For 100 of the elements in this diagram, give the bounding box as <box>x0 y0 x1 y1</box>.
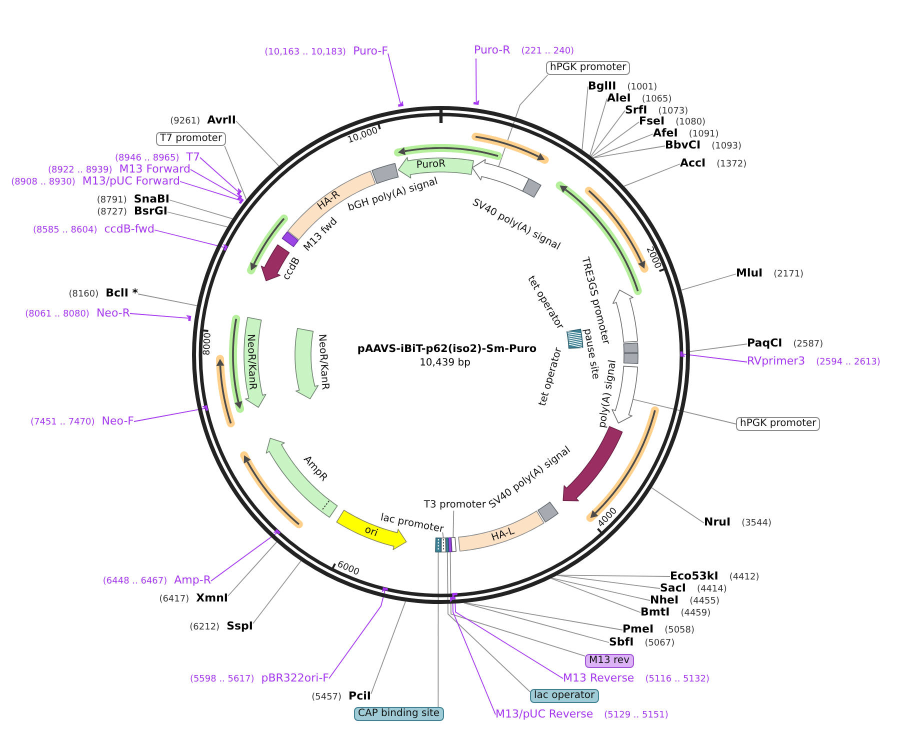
scale-number: 2000 <box>644 246 662 271</box>
leader-line <box>680 274 736 290</box>
leader-line <box>200 157 239 192</box>
site-position: (1372) <box>716 158 747 172</box>
leader-line <box>370 601 406 694</box>
leader-line <box>591 122 640 158</box>
leader-line <box>556 574 660 589</box>
leader-line <box>682 354 748 362</box>
leader-line <box>582 86 588 150</box>
site-position: (1065) <box>642 93 672 105</box>
leader-line <box>690 344 748 352</box>
primer-name: ccdB-fwd <box>104 222 154 236</box>
leader-line <box>252 560 302 624</box>
feature-label: lac promoter <box>380 512 445 536</box>
site-position: (5058) <box>664 624 695 638</box>
restriction-site-name: BclI * <box>106 286 138 300</box>
restriction-site-name: AfeI <box>653 126 678 140</box>
primer-position: (7451 .. 7470) <box>30 416 95 429</box>
leader-line <box>651 487 704 524</box>
leader-line <box>167 212 228 228</box>
leader-line <box>388 53 401 104</box>
leader-line <box>624 164 680 187</box>
primer-position: (8908 .. 8930) <box>11 176 76 189</box>
site-position: (1080) <box>676 116 706 128</box>
feature-label: T3 promoter <box>424 499 486 511</box>
leader-line <box>476 58 477 103</box>
primer-name: M13/pUC Forward <box>82 174 180 187</box>
restriction-site-name: SbfI <box>609 635 634 648</box>
primer-position: (5116 .. 5132) <box>645 673 710 686</box>
scale-number: 8000 <box>202 332 214 356</box>
leader-line <box>130 313 189 319</box>
site-position: (8791) <box>96 194 127 208</box>
leader-line <box>446 551 530 692</box>
leader-line <box>498 74 548 168</box>
feature-label: NeoR/KanR <box>316 334 331 390</box>
primer-name: RVprimer3 <box>747 354 806 368</box>
primer-position: (8061 .. 8080) <box>25 308 90 321</box>
leader-line <box>450 551 586 657</box>
restriction-site-name: NheI <box>650 593 679 606</box>
feature-label: PuroR <box>416 158 446 172</box>
primer-position: (221 .. 240) <box>521 46 574 58</box>
restriction-site-name: BmtI <box>640 605 670 618</box>
site-position: (4455) <box>690 595 720 608</box>
primer-position: (5129 .. 5151) <box>604 709 668 722</box>
primer-position: (5598 .. 5617) <box>190 673 254 686</box>
plasmid-name: pAAVS-iBiT-p62(iso2)-Sm-Puro <box>357 342 537 356</box>
site-position: (1001) <box>627 81 658 93</box>
primer-name: pBR322ori-F <box>261 671 329 684</box>
leader-line <box>180 181 241 201</box>
restriction-site-name: BglII <box>588 79 616 92</box>
callout-label: T7 promoter <box>156 132 226 146</box>
primer-name: Puro-R <box>474 44 510 56</box>
leader-line <box>169 200 234 220</box>
site-position: (2587) <box>793 338 824 352</box>
leader-line <box>454 594 564 679</box>
site-position: (1091) <box>688 128 719 140</box>
primer-position: (2594 .. 2613) <box>816 356 880 370</box>
feature-label: NeoR/KanR <box>244 334 258 390</box>
primer-name: Neo-F <box>102 414 134 427</box>
primer-position: (10,163 .. 10,183) <box>264 46 346 60</box>
restriction-site-name: NruI <box>704 516 731 528</box>
callout-label: lac operator <box>530 689 599 703</box>
primer-position: (8946 .. 8965) <box>115 152 180 164</box>
site-position: (5067) <box>644 637 675 650</box>
restriction-site-name: PaqCI <box>747 336 782 350</box>
site-position: (8160) <box>68 288 99 302</box>
site-position: (6417) <box>159 594 190 606</box>
restriction-site-name: BbvCI <box>665 138 701 152</box>
leader-line <box>154 230 225 248</box>
primer-position: (6448 .. 6467) <box>102 576 168 588</box>
callout-label: M13 rev <box>585 654 634 668</box>
restriction-site-name: AleI <box>607 91 631 104</box>
restriction-site-name: SrfI <box>625 103 648 116</box>
restriction-site-name: SnaBI <box>134 192 170 206</box>
callout-label: hPGK promoter <box>736 417 820 431</box>
feature-label: tet operator <box>537 346 565 408</box>
leader-line <box>134 408 206 422</box>
site-position: (4412) <box>729 571 760 584</box>
leader-line <box>438 552 439 708</box>
restriction-site-name: XmnI <box>196 592 228 604</box>
leader-line <box>210 532 278 582</box>
restriction-site-name: BsrGI <box>134 204 168 218</box>
feature-label: ori <box>363 524 380 540</box>
leader-line <box>463 602 610 643</box>
primer-name: M13 Forward <box>119 162 190 175</box>
leader-line <box>190 169 240 198</box>
leader-line <box>632 398 736 424</box>
primer-name: M13/pUC Reverse <box>496 707 594 720</box>
site-position: (1073) <box>658 105 688 116</box>
callout-label: CAP binding site <box>354 707 444 721</box>
primer-name: T7 <box>186 150 200 163</box>
primer-position: (8922 .. 8939) <box>48 164 112 176</box>
feature-label: HA-L <box>490 525 516 544</box>
primer-name: Puro-F <box>353 44 388 58</box>
leader-line <box>138 294 198 306</box>
site-position: (4414) <box>696 583 727 596</box>
leader-line <box>236 120 280 166</box>
primer-name: M13 Reverse <box>563 671 634 684</box>
restriction-site-name: Eco53kI <box>670 569 718 582</box>
scale-number: 6000 <box>336 559 361 578</box>
